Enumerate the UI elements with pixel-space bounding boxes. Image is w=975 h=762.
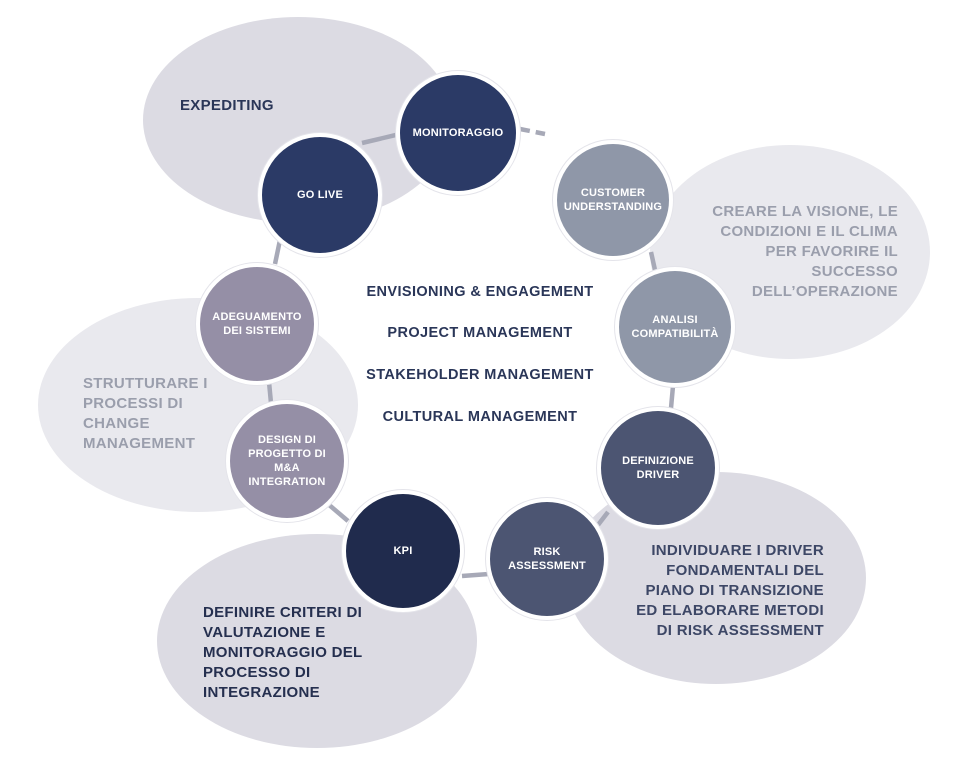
- driver-text: INDIVIDUARE I DRIVER FONDAMENTALI DEL PI…: [636, 542, 824, 639]
- connector-adeguamento-golive: [272, 239, 283, 265]
- node-customer-understanding: CUSTOMER UNDERSTANDING: [553, 140, 673, 260]
- node-risk-assessment: RISK ASSESSMENT: [486, 498, 608, 620]
- center-line-envisioning: ENVISIONING & ENGAGEMENT: [366, 284, 594, 300]
- node-analisi-compatibilita: ANALISI COMPATIBILITÀ: [615, 267, 735, 387]
- connector-definizione-risk: [596, 510, 610, 527]
- node-risk-label: RISK ASSESSMENT: [508, 546, 586, 572]
- node-definizione-driver: DEFINIZIONE DRIVER: [597, 407, 719, 529]
- connector-design-adeguamento: [266, 381, 274, 404]
- change-management-text: STRUTTURARE I PROCESSI DI CHANGE MANAGEM…: [83, 375, 208, 452]
- connector-monitoraggio-customer: [519, 126, 546, 137]
- node-definizione-label: DEFINIZIONE DRIVER: [622, 455, 694, 481]
- cycle-connectors: [266, 126, 676, 579]
- node-kpi: KPI: [342, 490, 464, 612]
- node-analisi-label: ANALISI COMPATIBILITÀ: [631, 314, 719, 340]
- center-line-cultural-management: CULTURAL MANAGEMENT: [382, 409, 578, 425]
- expediting-label: EXPEDITING: [180, 97, 274, 114]
- node-monitoraggio-label: MONITORAGGIO: [412, 127, 504, 139]
- node-go-live: GO LIVE: [258, 133, 382, 257]
- connector-customer-analisi: [648, 251, 658, 271]
- connector-kpi-design: [326, 502, 350, 523]
- node-design-label: DESIGN DI PROGETTO DI M&A INTEGRATION: [248, 434, 326, 488]
- node-adeguamento-label: ADEGUAMENTO DEI SISTEMI: [212, 311, 302, 337]
- node-customer-label: CUSTOMER UNDERSTANDING: [563, 187, 663, 213]
- criteri-text: DEFINIRE CRITERI DI VALUTAZIONE E MONITO…: [203, 604, 363, 701]
- vision-text: CREARE LA VISIONE, LE CONDIZIONI E IL CL…: [712, 203, 898, 300]
- node-design-progetto: DESIGN DI PROGETTO DI M&A INTEGRATION: [226, 400, 348, 522]
- node-adeguamento-sistemi: ADEGUAMENTO DEI SISTEMI: [196, 263, 318, 385]
- center-line-project-management: PROJECT MANAGEMENT: [387, 325, 573, 341]
- node-go-live-label: GO LIVE: [296, 189, 344, 201]
- center-line-stakeholder-management: STAKEHOLDER MANAGEMENT: [366, 367, 594, 383]
- connector-risk-kpi: [461, 571, 490, 579]
- node-monitoraggio: MONITORAGGIO: [396, 71, 520, 195]
- connector-golive-monitoraggio: [361, 131, 401, 146]
- node-kpi-label: KPI: [393, 545, 413, 557]
- connector-analisi-definizione: [668, 385, 676, 409]
